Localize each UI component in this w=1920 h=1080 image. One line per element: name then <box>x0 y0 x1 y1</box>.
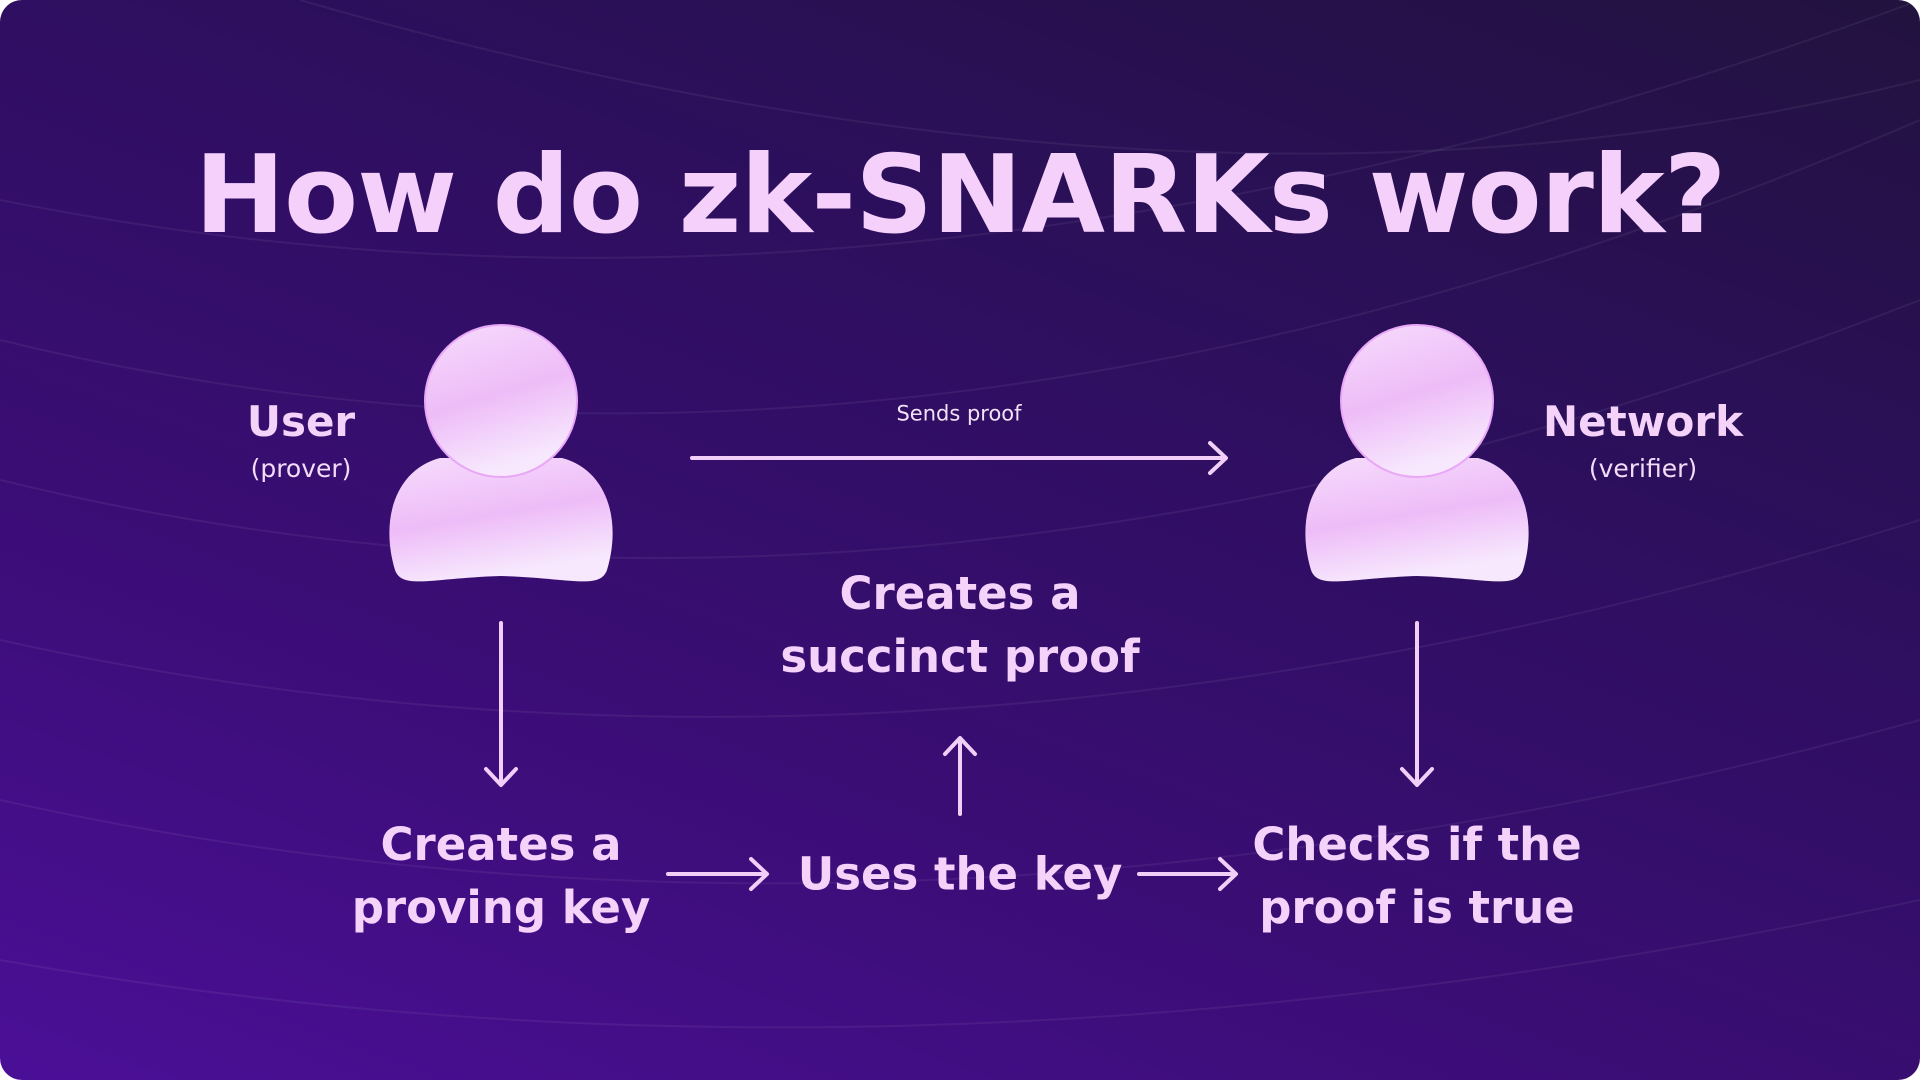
sends-proof-label: Sends proof <box>896 401 1022 426</box>
step-line: Checks if the <box>1252 818 1582 871</box>
down-arrow-user <box>484 621 518 787</box>
right-arrow-key <box>666 857 769 891</box>
step-line: succinct proof <box>780 630 1140 683</box>
network-person-icon <box>1305 324 1529 582</box>
user-role: (prover) <box>250 454 352 483</box>
step-uses-key: Uses the key <box>797 847 1123 901</box>
user-label: User <box>246 396 356 446</box>
network-role: (verifier) <box>1588 454 1698 483</box>
step-line: proving key <box>351 881 651 934</box>
step-line: Creates a <box>380 818 622 871</box>
step-succinct-proof: Creates a succinct proof <box>780 562 1139 688</box>
step-proving-key: Creates a proving key <box>352 813 651 939</box>
down-arrow-network <box>1400 621 1434 787</box>
user-person-icon <box>389 324 613 582</box>
send-proof-arrow <box>690 441 1228 475</box>
up-arrow-proof <box>943 736 977 816</box>
step-line: Creates a <box>839 567 1081 620</box>
page-title: How do zk-SNARKs work? <box>194 133 1727 259</box>
network-label: Network <box>1542 396 1744 446</box>
step-checks-proof: Checks if the proof is true <box>1252 813 1581 939</box>
step-line: proof is true <box>1259 881 1575 934</box>
right-arrow-check <box>1137 857 1238 891</box>
